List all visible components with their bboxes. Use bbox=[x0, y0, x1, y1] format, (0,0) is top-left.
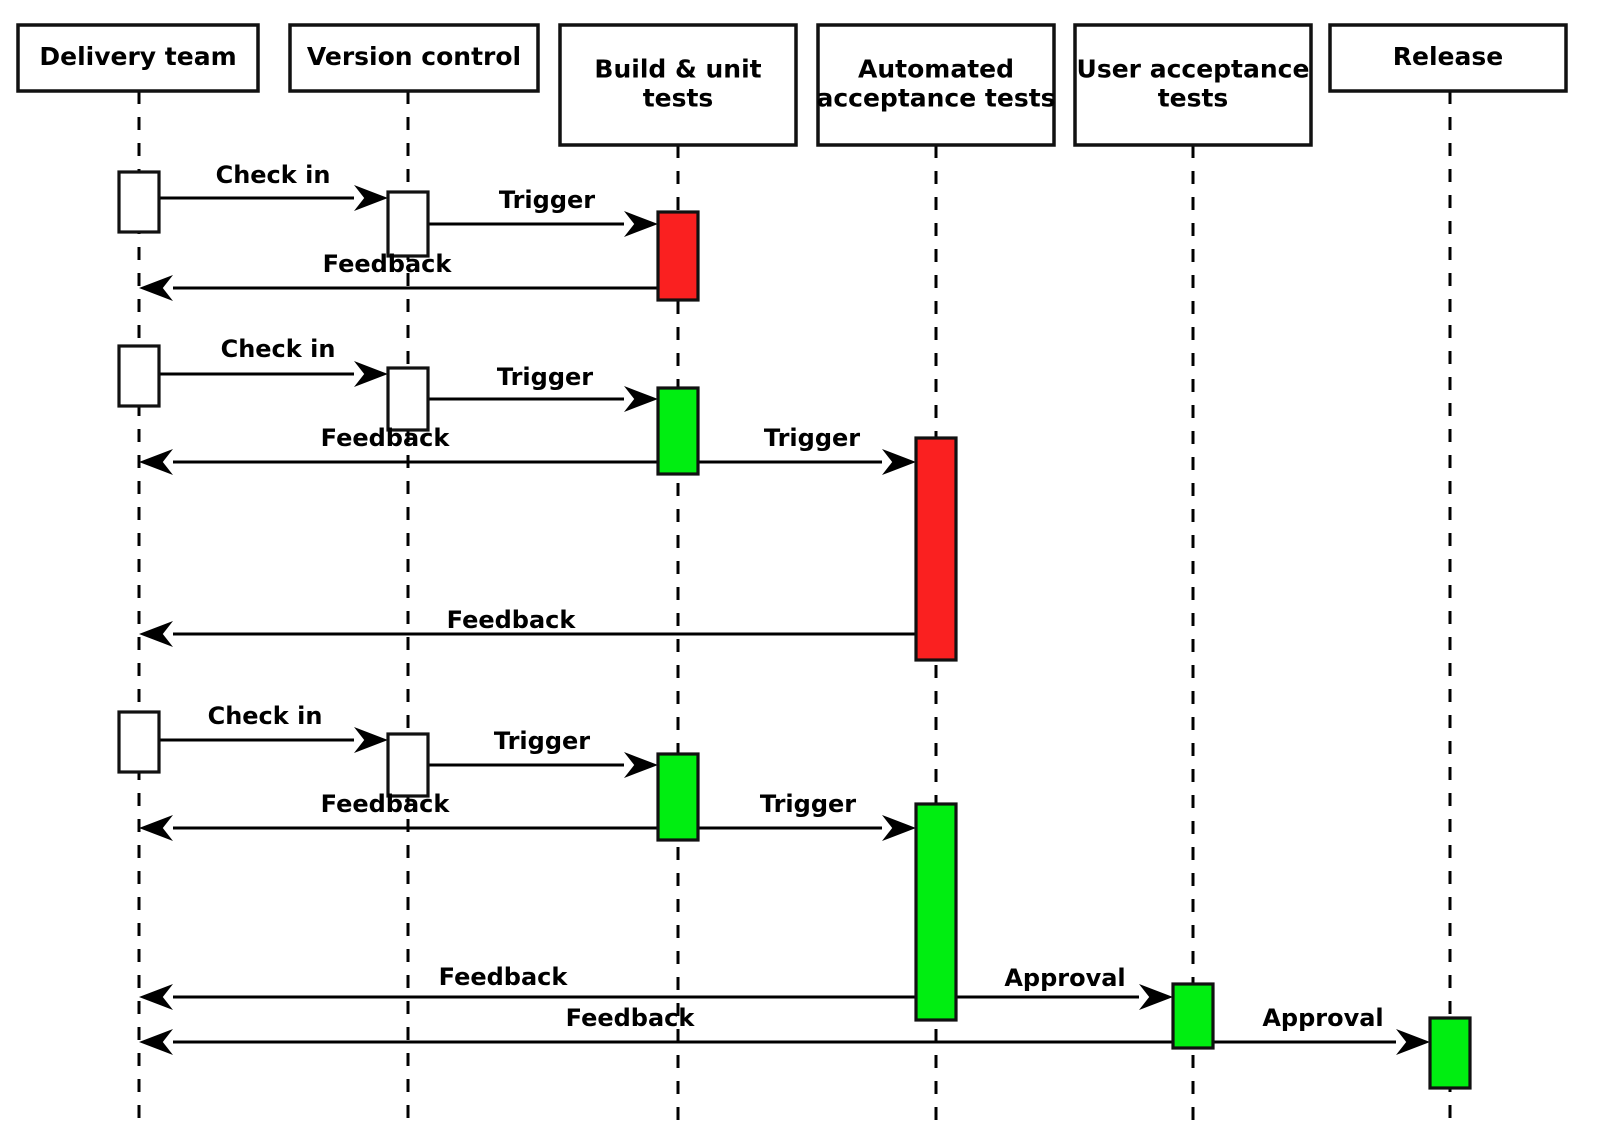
message-label-feedback: Feedback bbox=[447, 606, 577, 634]
arrow-head-m3 bbox=[139, 275, 173, 301]
activation-bar-vcs-neutral[interactable] bbox=[386, 366, 430, 432]
arrow-head-m12 bbox=[882, 815, 916, 841]
arrow-head-m7 bbox=[882, 449, 916, 475]
message-label-approval: Approval bbox=[1262, 1004, 1383, 1032]
activation-bar-delivery-neutral[interactable] bbox=[117, 170, 161, 234]
lifeline-title-build: tests bbox=[643, 84, 714, 113]
lifeline-title-build: Build & unit bbox=[594, 55, 761, 84]
activation-bar-build-fail[interactable] bbox=[656, 210, 700, 302]
arrow-head-m4 bbox=[354, 361, 388, 387]
message-label-feedback: Feedback bbox=[321, 790, 451, 818]
activation-bar-release-pass[interactable] bbox=[1428, 1016, 1472, 1090]
message-label-trigger: Trigger bbox=[499, 186, 595, 214]
message-label-feedback: Feedback bbox=[439, 963, 569, 991]
message-label-feedback: Feedback bbox=[566, 1004, 696, 1032]
lifeline-title-aat: Automated bbox=[858, 55, 1014, 84]
message-label-trigger: Trigger bbox=[760, 790, 856, 818]
lifeline-header-group: Delivery team Version control Build & unit… bbox=[16, 23, 1568, 147]
activation-bar-vcs-neutral[interactable] bbox=[386, 732, 430, 798]
arrow-head-m11 bbox=[139, 815, 173, 841]
activation-bar-aat-pass[interactable] bbox=[914, 802, 958, 1022]
lifeline-title-release: Release bbox=[1393, 42, 1503, 71]
lifeline-title-aat: acceptance tests bbox=[816, 84, 1055, 113]
arrow-head-m1 bbox=[354, 185, 388, 211]
message-group bbox=[139, 185, 1430, 1055]
activation-bar-vcs-neutral[interactable] bbox=[386, 190, 430, 258]
message-label-trigger: Trigger bbox=[497, 363, 593, 391]
lifeline-title-delivery: Delivery team bbox=[39, 42, 236, 71]
message-label-feedback: Feedback bbox=[323, 250, 453, 278]
lifeline-header-vcs[interactable]: Version control bbox=[288, 23, 540, 93]
activation-bar-delivery-neutral[interactable] bbox=[117, 710, 161, 774]
arrow-head-m6 bbox=[139, 449, 173, 475]
arrow-head-m9 bbox=[354, 727, 388, 753]
message-label-check-in: Check in bbox=[216, 161, 331, 189]
arrow-head-m5 bbox=[624, 386, 658, 412]
lifeline-title-vcs: Version control bbox=[307, 42, 521, 71]
message-label-feedback: Feedback bbox=[321, 424, 451, 452]
activation-bar-build-pass[interactable] bbox=[656, 752, 700, 842]
activation-group bbox=[117, 170, 1472, 1090]
message-label-check-in: Check in bbox=[221, 335, 336, 363]
arrow-head-m15 bbox=[139, 1029, 173, 1055]
message-label-trigger: Trigger bbox=[494, 727, 590, 755]
lifeline-title-uat: tests bbox=[1158, 84, 1229, 113]
arrow-head-m8 bbox=[139, 621, 173, 647]
message-label-trigger: Trigger bbox=[764, 424, 860, 452]
message-label-check-in: Check in bbox=[208, 702, 323, 730]
activation-bar-uat-pass[interactable] bbox=[1171, 982, 1215, 1050]
arrow-head-m2 bbox=[624, 211, 658, 237]
lifeline-title-uat: User acceptance bbox=[1077, 55, 1310, 84]
arrow-head-m16 bbox=[1396, 1029, 1430, 1055]
message-label-approval: Approval bbox=[1004, 964, 1125, 992]
activation-bar-delivery-neutral[interactable] bbox=[117, 344, 161, 408]
activation-bar-aat-fail[interactable] bbox=[914, 436, 958, 662]
activation-bar-build-pass[interactable] bbox=[656, 386, 700, 476]
arrow-head-m10 bbox=[624, 752, 658, 778]
arrow-head-m14 bbox=[1139, 984, 1173, 1010]
lifeline-header-release[interactable]: Release bbox=[1328, 23, 1568, 93]
lifeline-dash-group bbox=[137, 91, 1452, 1125]
arrow-head-m13 bbox=[139, 984, 173, 1010]
lifeline-header-delivery[interactable]: Delivery team bbox=[16, 23, 260, 93]
